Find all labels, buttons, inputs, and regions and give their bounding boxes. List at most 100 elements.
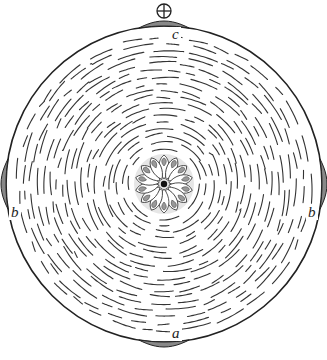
swirl-dash xyxy=(271,172,272,195)
swirl-dash xyxy=(178,300,198,303)
swirl-dash xyxy=(203,239,222,255)
swirl-dash xyxy=(235,163,237,188)
swirl-dash xyxy=(247,224,255,239)
swirl-dash xyxy=(143,329,152,331)
swirl-dash xyxy=(286,190,289,215)
swirl-dash xyxy=(108,313,121,318)
swirl-dash xyxy=(219,245,225,252)
outer-circle xyxy=(6,26,322,342)
swirl-dash xyxy=(211,283,235,298)
swirl-dash xyxy=(124,44,153,50)
swirl-dash xyxy=(44,166,46,193)
swirl-dash xyxy=(123,165,128,183)
swirl-dash xyxy=(117,290,137,296)
swirl-dash xyxy=(51,264,58,274)
swirl-dash xyxy=(223,71,242,85)
swirl-dash xyxy=(55,180,56,189)
swirl-dash xyxy=(64,90,71,96)
swirl-dash xyxy=(108,240,126,255)
swirl-dash xyxy=(152,303,170,305)
swirl-dash xyxy=(77,143,84,168)
swirl-dash xyxy=(138,242,166,247)
swirl-dash xyxy=(120,281,141,290)
swirl-dash xyxy=(64,247,81,271)
swirl-dash xyxy=(108,59,135,70)
swirl-dash xyxy=(246,265,251,271)
swirl-dash xyxy=(86,236,96,247)
swirl-dash xyxy=(264,146,269,159)
swirl-dash xyxy=(231,210,241,231)
swirl-dash xyxy=(211,102,224,112)
swirl-dash xyxy=(154,50,184,52)
swirl-dash xyxy=(176,294,192,297)
swirl-dash xyxy=(184,317,209,323)
swirl-dash xyxy=(109,165,113,189)
swirl-dash xyxy=(48,100,59,118)
swirl-dash xyxy=(189,40,207,43)
swirl-dash xyxy=(97,81,115,94)
swirl-dash xyxy=(150,295,169,297)
swirl-dash xyxy=(218,217,222,223)
swirl-dash xyxy=(74,297,83,304)
rosette-petal xyxy=(147,156,166,182)
swirl-dash xyxy=(272,243,283,259)
swirl-dash xyxy=(180,236,195,244)
swirl-dash xyxy=(201,282,219,290)
swirl-dash xyxy=(119,297,140,303)
swirl-dash xyxy=(40,106,49,120)
swirl-dash xyxy=(251,242,264,261)
swirl-dash xyxy=(158,277,185,280)
cap-thickening xyxy=(320,159,327,209)
swirl-dash xyxy=(180,84,202,91)
swirl-dash xyxy=(255,118,266,138)
swirl-dash xyxy=(160,108,185,110)
swirl-dash xyxy=(278,172,279,194)
swirl-dash xyxy=(209,153,212,155)
swirl-dash xyxy=(62,185,63,196)
rosette-ground xyxy=(134,154,194,214)
swirl-dash xyxy=(54,234,58,242)
swirl-dash xyxy=(50,81,65,100)
swirl-dash xyxy=(227,60,249,73)
swirl-dash xyxy=(168,136,191,145)
swirl-dash xyxy=(86,77,109,92)
letter-label: a xyxy=(170,326,182,341)
swirl-dash xyxy=(241,186,245,204)
swirl-dash xyxy=(39,124,47,140)
swirl-dash xyxy=(150,56,177,58)
swirl-dash xyxy=(40,130,47,153)
swirl-dash xyxy=(288,220,293,233)
swirl-dash xyxy=(133,117,145,123)
swirl-dash xyxy=(242,121,256,144)
swirl-dash xyxy=(295,240,298,249)
swirl-dash xyxy=(156,330,170,332)
swirl-dash xyxy=(252,104,261,113)
swirl-dash xyxy=(199,161,206,176)
swirl-dash xyxy=(65,150,69,174)
swirl-dash xyxy=(254,127,259,136)
swirl-dash xyxy=(119,228,126,234)
swirl-dash xyxy=(197,146,203,154)
swirl-dash xyxy=(133,223,144,230)
swirl-dash xyxy=(137,78,146,80)
swirl-dash xyxy=(235,54,248,60)
swirl-dash xyxy=(57,119,61,128)
swirl-dash xyxy=(221,309,230,313)
swirl-dash xyxy=(246,138,253,154)
swirl-dash xyxy=(265,169,267,184)
swirl-dash xyxy=(79,102,88,110)
cap-thickening xyxy=(139,340,189,347)
swirl-dash xyxy=(29,162,32,181)
swirl-dash xyxy=(229,229,241,246)
swirl-dash xyxy=(250,165,251,181)
swirl-dash xyxy=(248,203,255,225)
plus-symbol xyxy=(157,4,171,18)
swirl-dash xyxy=(81,168,83,197)
swirl-dash xyxy=(136,86,144,88)
swirl-dash xyxy=(154,257,171,258)
swirl-dash xyxy=(90,63,91,65)
swirl-dash xyxy=(28,210,30,219)
swirl-dash xyxy=(63,130,73,150)
swirl-dash xyxy=(113,321,135,329)
swirl-dash xyxy=(270,146,274,159)
